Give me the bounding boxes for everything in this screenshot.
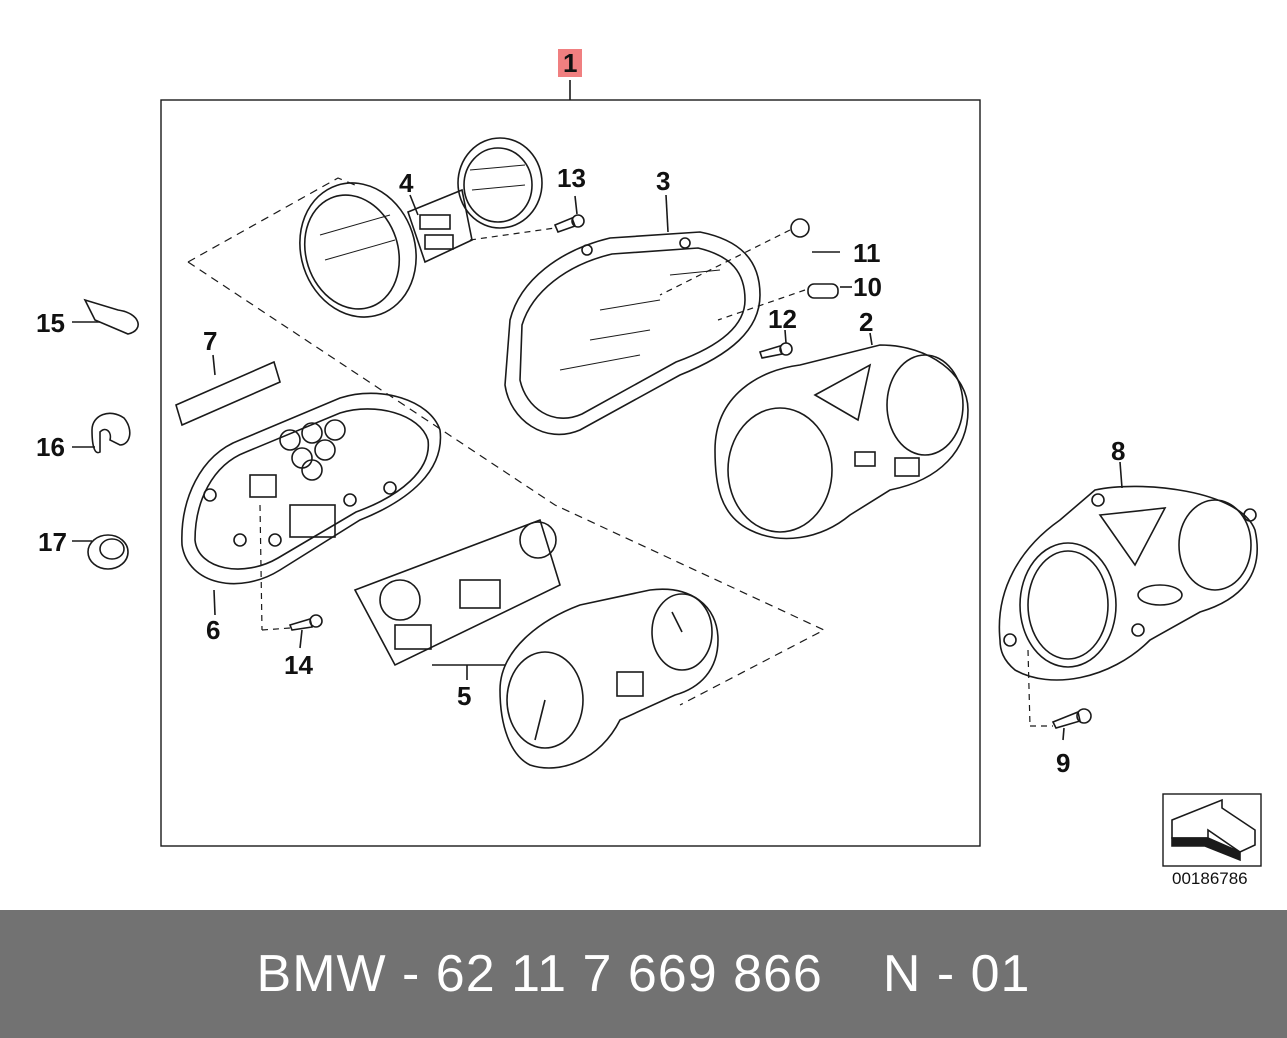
parts-diagram (72, 80, 1262, 867)
footer-variant: N - 01 (882, 945, 1031, 1003)
leader-11-dashed (659, 229, 791, 296)
callout-3: 3 (656, 166, 671, 196)
leader-14-dashed (261, 627, 291, 631)
leader-9 (1062, 727, 1065, 741)
leader-7 (212, 354, 216, 376)
leader-13 (574, 195, 578, 215)
leader-6-dashed (259, 504, 263, 631)
part-16-clip (91, 412, 131, 454)
leader-4 (409, 194, 419, 216)
callout-14: 14 (284, 650, 313, 680)
callout-8: 8 (1111, 436, 1126, 466)
callout-15: 15 (36, 308, 65, 338)
part-14-screw (288, 614, 323, 631)
leader-8-dashed (1027, 649, 1031, 727)
callout-11: 11 (853, 238, 881, 268)
leader-12 (784, 329, 787, 344)
callout-9: 9 (1056, 748, 1071, 778)
part-10-clip (807, 283, 839, 299)
callout-10: 10 (853, 272, 882, 302)
part-5-circuit-board (353, 518, 719, 769)
arrow-box (1162, 793, 1262, 867)
part-17-grommet (87, 534, 129, 570)
callout-17: 17 (38, 527, 67, 557)
part-2-gauge-frame (714, 344, 969, 540)
callout-13: 13 (557, 163, 586, 193)
leader-13-dashed (469, 227, 556, 241)
assembly-dashed-outline (187, 177, 356, 263)
part-8-outer-frame (998, 485, 1258, 681)
leader-6 (213, 589, 216, 616)
callout-16: 16 (36, 432, 65, 462)
callout-7: 7 (203, 326, 218, 356)
callout-1: 1 (558, 49, 583, 77)
assembly-frame (160, 99, 981, 847)
leader-3 (665, 194, 669, 233)
footer-bar: BMW - 62 11 7 669 866 N - 01 (0, 910, 1287, 1038)
callout-6: 6 (206, 615, 221, 645)
part-11-plug (790, 218, 810, 238)
part-4-gauge-lenses (299, 137, 543, 318)
footer-part-number: BMW - 62 11 7 669 866 (256, 945, 823, 1003)
callout-12: 12 (768, 304, 797, 334)
part-3-housing-cover (504, 231, 761, 436)
part-7-strip (175, 360, 281, 427)
leader-14 (299, 629, 303, 649)
part-6-back-housing (181, 392, 442, 585)
arrow-icon (1171, 837, 1241, 862)
part-12-screw (758, 342, 793, 359)
reference-number: 00186786 (1172, 869, 1248, 888)
callout-2: 2 (859, 307, 874, 337)
callout-5: 5 (457, 681, 472, 711)
assembly-dashed-outline-2 (187, 261, 826, 706)
callout-4: 4 (399, 168, 414, 198)
part-15-bulb (83, 298, 139, 335)
part-9-screw (1051, 708, 1092, 729)
leader-8 (1119, 461, 1123, 489)
leader-10-dashed (717, 289, 806, 321)
part-13-screw (553, 214, 585, 234)
leader-2 (869, 332, 873, 346)
